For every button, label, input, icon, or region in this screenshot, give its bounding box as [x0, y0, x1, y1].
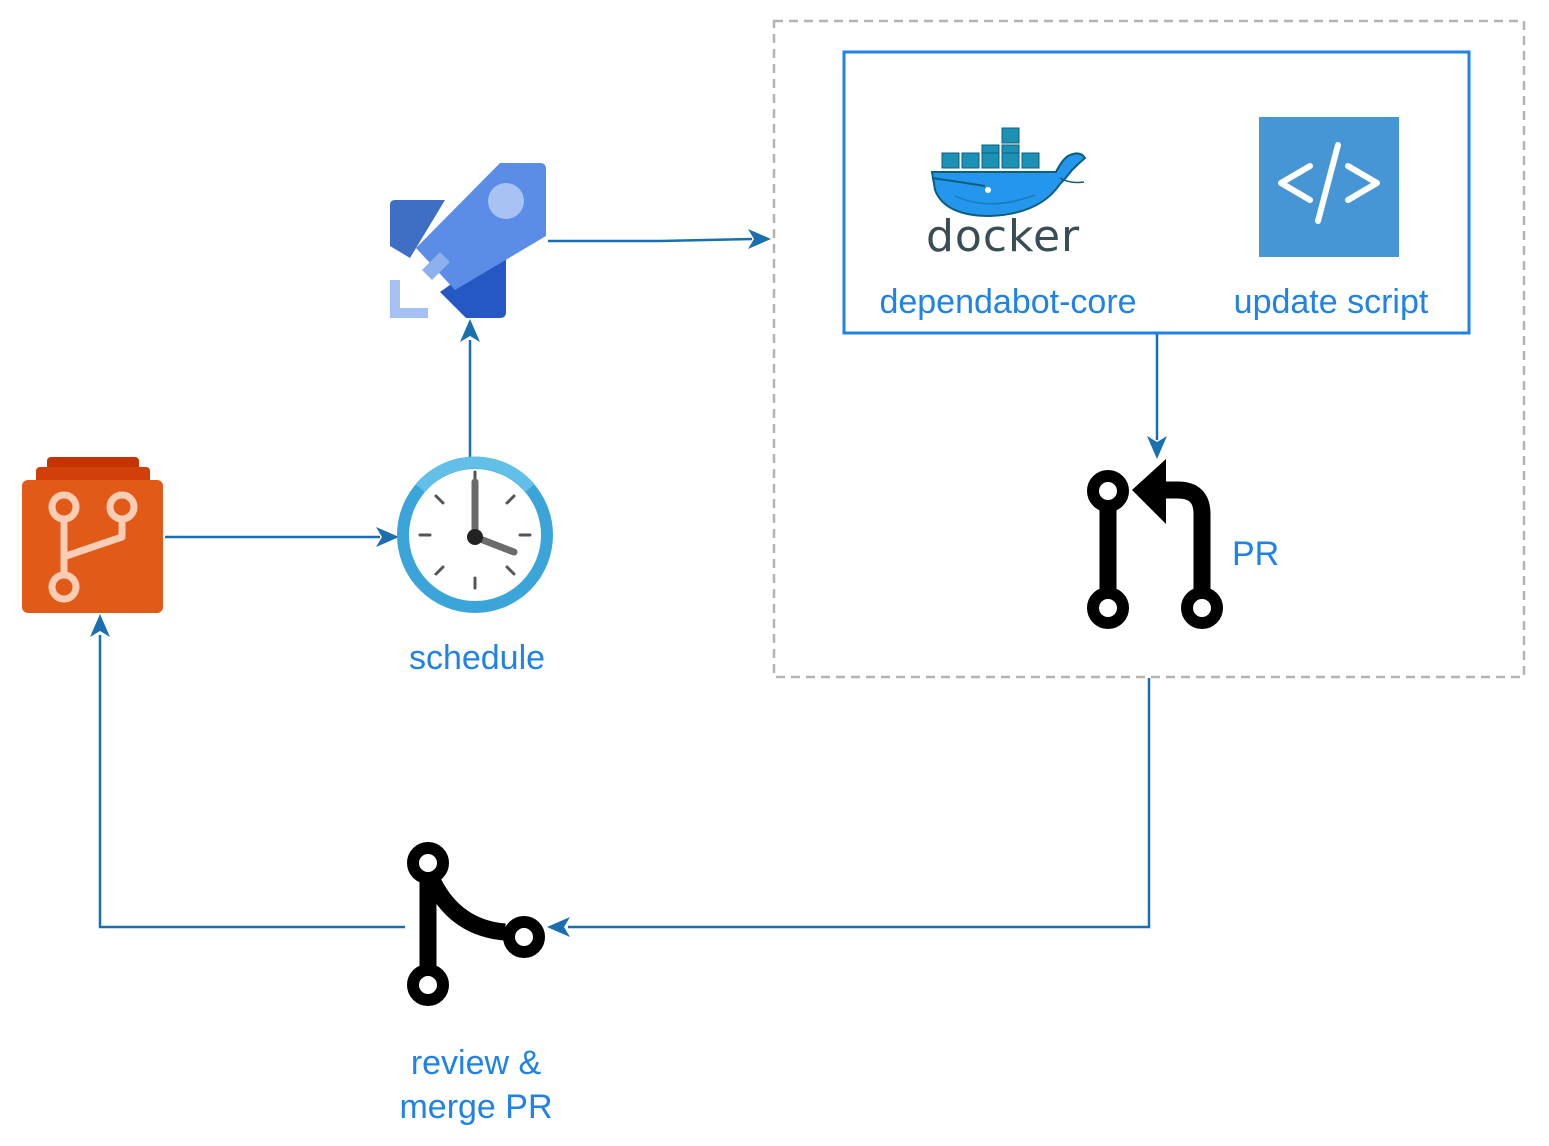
- azure-pipelines-rocket-icon: [390, 163, 546, 318]
- code-brackets-icon: [1259, 117, 1399, 257]
- azure-repos-icon: [22, 457, 163, 613]
- docker-logo-text: docker: [926, 211, 1081, 262]
- container-box: [842, 50, 1471, 335]
- pr-label: PR: [1232, 535, 1280, 573]
- pull-request-icon: [1087, 459, 1223, 629]
- clock-icon: [397, 456, 553, 613]
- arrowhead-pr: [1147, 436, 1167, 459]
- git-merge-icon: [407, 842, 545, 1006]
- arrowhead-merge: [547, 917, 570, 937]
- dependabot-job-group: [772, 19, 1526, 679]
- arrowhead-group: [748, 229, 771, 249]
- review-merge-label-line1: review &: [410, 1044, 542, 1082]
- docker-whale-logo: [930, 127, 1087, 218]
- connector-merge-to-repo: [98, 635, 405, 929]
- review-merge-label-line2: merge PR: [399, 1088, 553, 1126]
- connector-group-to-merge: [568, 678, 1151, 929]
- update-script-label: update script: [1233, 283, 1429, 321]
- arrowhead-schedule: [376, 527, 399, 547]
- arrowhead-repo: [90, 614, 110, 637]
- dependabot-core-label: dependabot-core: [879, 283, 1137, 321]
- connector-pipeline-to-group: [548, 237, 753, 243]
- connectors: [98, 237, 1159, 929]
- arrowheads: [90, 229, 1167, 937]
- arrowhead-pipeline: [460, 319, 480, 342]
- schedule-label: schedule: [408, 639, 546, 677]
